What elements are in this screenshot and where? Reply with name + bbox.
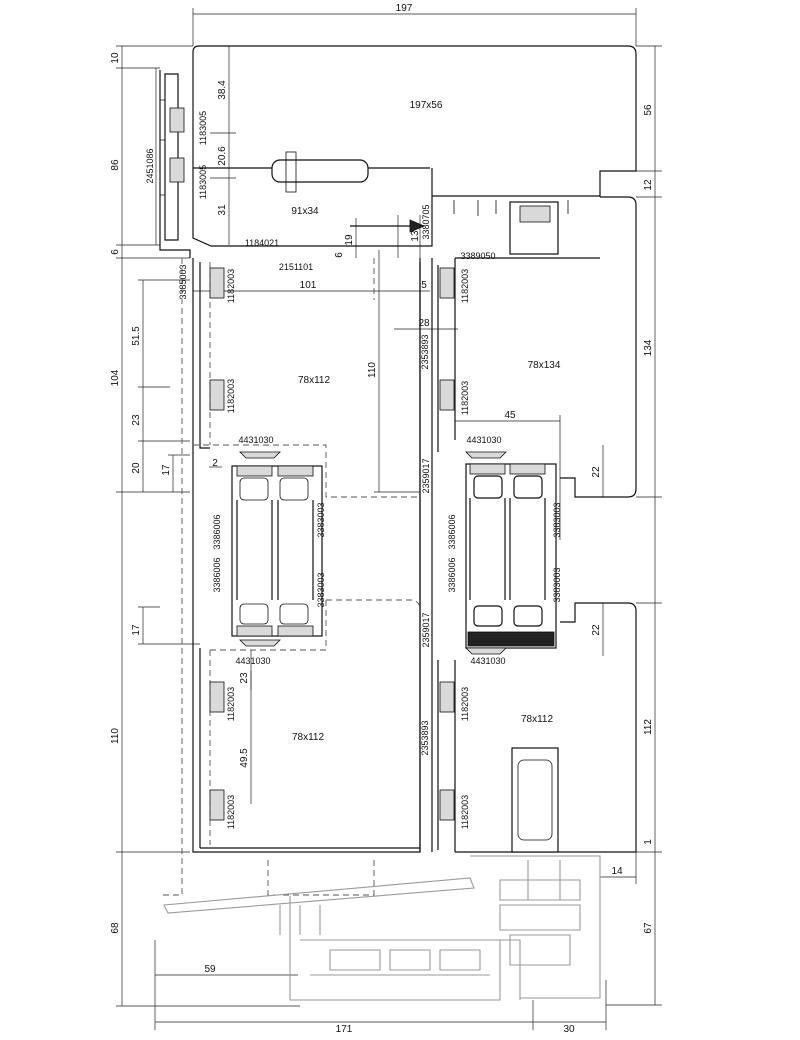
dimension-texts: 197 171 30 59 14 56 12 134 112 1 67 22 2…: [110, 3, 654, 1035]
dim-right-134: 134: [643, 339, 654, 356]
code-4431030-a: 4431030: [238, 435, 273, 445]
part-code-texts: 2451086 1183005 1183005 1184021 2151101 …: [145, 111, 562, 829]
code-3383003-b: 3383003: [316, 572, 326, 607]
dim-31: 31: [217, 204, 228, 216]
dim-101: 101: [300, 280, 317, 291]
dim-right-12: 12: [643, 179, 654, 191]
code-1184021: 1184021: [245, 238, 279, 248]
dim-bottom-30: 30: [563, 1024, 575, 1035]
dim-left-86: 86: [110, 159, 121, 171]
label-sash-right-upper: 78x134: [528, 360, 561, 371]
dim-left-68: 68: [110, 922, 121, 934]
dim-22-upper: 22: [591, 466, 602, 478]
code-1182003-f: 1182003: [460, 381, 470, 415]
dim-5: 5: [421, 280, 427, 291]
dim-right-112: 112: [643, 719, 654, 735]
code-2353893-a: 2353893: [420, 334, 430, 369]
code-2353893-b: 2353893: [420, 720, 430, 755]
dim-110-inner: 110: [367, 362, 378, 378]
dim-13: 13: [410, 230, 421, 242]
dim-left-104: 104: [110, 369, 121, 386]
code-3386006-d: 3386006: [447, 557, 457, 592]
dim-6-inner: 6: [334, 252, 345, 258]
label-sash-left-lower: 78x112: [292, 732, 325, 743]
clip-details: [169, 107, 600, 853]
frame-outlines: [159, 45, 637, 853]
code-2151101: 2151101: [279, 262, 313, 272]
glazing-left: [231, 465, 323, 637]
dim-left-10: 10: [110, 52, 121, 64]
dim-left-51-5: 51.5: [131, 326, 142, 346]
label-sash-left-upper: 78x112: [298, 375, 331, 386]
code-1183005-a: 1183005: [198, 111, 208, 145]
code-3386006-a: 3386006: [212, 514, 222, 549]
dim-19: 19: [344, 234, 355, 246]
section-labels: 197x56 91x34 78x112 78x112 78x134 78x112: [291, 100, 560, 743]
code-3386006-c: 3386006: [447, 514, 457, 549]
dim-20-6: 20.6: [217, 146, 228, 166]
dim-left-17-lower: 17: [131, 624, 142, 636]
code-2451086: 2451086: [145, 148, 155, 183]
code-3386006-b: 3386006: [212, 557, 222, 592]
code-1183005-b: 1183005: [198, 165, 208, 199]
code-2359017-b: 2359017: [421, 612, 431, 647]
label-beam-197x56: 197x56: [410, 100, 443, 111]
dim-left-20: 20: [131, 462, 142, 474]
dim-bottom-59: 59: [204, 964, 216, 975]
code-1182003-b: 1182003: [226, 379, 236, 413]
code-4431030-d: 4431030: [470, 656, 505, 666]
code-3385003: 3385003: [178, 264, 188, 299]
dim-left-23: 23: [131, 414, 142, 426]
code-4431030-c: 4431030: [235, 656, 270, 666]
label-sash-right-lower: 78x112: [521, 714, 554, 725]
code-1182003-e: 1182003: [460, 269, 470, 303]
dim-right-67: 67: [643, 922, 654, 934]
dim-14: 14: [611, 866, 623, 877]
code-3383003-d: 3383003: [552, 567, 562, 602]
dim-23-lower: 23: [239, 672, 250, 684]
dim-45: 45: [504, 410, 516, 421]
dim-2: 2: [212, 458, 218, 469]
code-1182003-g: 1182003: [460, 687, 470, 721]
code-3380705: 3380705: [421, 204, 431, 239]
glazing-right: [465, 463, 557, 649]
dim-left-17-upper: 17: [161, 464, 172, 476]
code-4431030-b: 4431030: [466, 435, 501, 445]
code-1182003-c: 1182003: [226, 687, 236, 721]
dim-left-110: 110: [110, 728, 121, 744]
dimension-lines: [116, 8, 662, 1030]
code-3383003-c: 3383003: [552, 502, 562, 537]
dim-right-1: 1: [643, 839, 654, 845]
threshold-profile: [163, 855, 601, 1001]
dim-49-5: 49.5: [239, 748, 250, 768]
dim-38-4: 38.4: [217, 80, 228, 100]
code-3389050: 3389050: [460, 251, 495, 261]
dim-left-6: 6: [110, 249, 121, 255]
code-3383003-a: 3383003: [316, 502, 326, 537]
dim-top-197: 197: [396, 3, 413, 14]
dim-bottom-171: 171: [336, 1024, 353, 1035]
dim-28: 28: [418, 318, 430, 329]
code-2359017-a: 2359017: [421, 458, 431, 493]
code-1182003-h: 1182003: [460, 795, 470, 829]
dim-22-lower: 22: [591, 624, 602, 636]
label-beam-91x34: 91x34: [291, 206, 319, 217]
dim-right-56: 56: [643, 104, 654, 116]
code-1182003-a: 1182003: [226, 269, 236, 303]
code-1182003-d: 1182003: [226, 795, 236, 829]
